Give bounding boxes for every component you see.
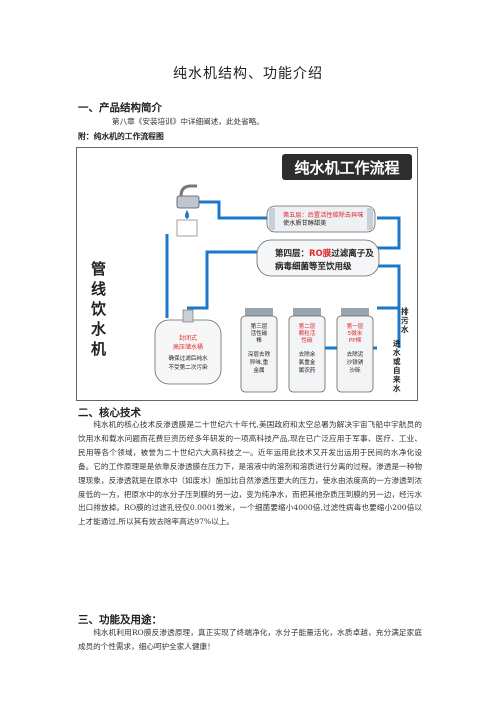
stage-5-cartridge <box>266 205 376 233</box>
section-1-heading: 一、产品结构简介 <box>78 102 162 114</box>
banner-text: 纯水机工作流程 <box>294 159 399 177</box>
svg-text:线: 线 <box>91 280 106 298</box>
svg-text:管: 管 <box>91 260 106 278</box>
svg-text:饮: 饮 <box>90 300 107 318</box>
svg-text:或: 或 <box>393 356 401 366</box>
pipe-label: 管 线 饮 水 机 <box>90 260 107 358</box>
svg-text:去除泥沙铁锈沙砾: 去除泥沙铁锈沙砾 <box>347 350 364 374</box>
section-3-heading: 三、功能及用途： <box>78 614 162 626</box>
svg-text:封闭式: 封闭式 <box>179 334 197 342</box>
svg-text:排: 排 <box>401 306 409 316</box>
stage-4-membrane <box>256 239 380 277</box>
page-title: 纯水机结构、功能介绍 <box>173 66 323 82</box>
svg-text:水: 水 <box>401 324 409 334</box>
section-2-text: 纯水机的核心技术反渗透膜是二十世纪六十年代,美国政府和太空总署为解决宇宙飞船中宇… <box>78 420 422 527</box>
svg-text:水: 水 <box>91 320 107 338</box>
svg-text:来: 来 <box>392 374 401 384</box>
svg-text:病毒细菌等至饮用级: 病毒细菌等至饮用级 <box>275 261 352 272</box>
svg-text:第四层：RO膜过滤离子及: 第四层：RO膜过滤离子及 <box>275 248 374 259</box>
svg-text:第二层颗粒活性碳: 第二层颗粒活性碳 <box>299 322 316 344</box>
pressure-tank <box>154 319 222 385</box>
svg-text:自: 自 <box>393 365 401 375</box>
svg-text:第五层：后置活性碳除去异味 使水质甘醇甜美: 第五层：后置活性碳除去异味 使水质甘醇甜美 <box>283 211 365 227</box>
svg-text:确保过滤后纯水: 确保过滤后纯水 <box>168 354 208 362</box>
faucet <box>176 195 200 209</box>
svg-text:去除余氯重金属农药: 去除余氯重金属农药 <box>299 350 316 374</box>
svg-text:机: 机 <box>91 340 106 358</box>
svg-text:水: 水 <box>393 347 401 357</box>
svg-text:进: 进 <box>393 338 401 348</box>
svg-text:高压储水桶: 高压储水桶 <box>173 343 203 351</box>
section-2-heading: 二、核心技术 <box>78 407 141 419</box>
drain-label: 排污水 <box>401 306 409 334</box>
filter-2: 第二层颗粒活性碳 去除余氯重金属农药 <box>288 308 326 393</box>
water-drop-icon <box>185 210 189 219</box>
workflow-diagram: 纯水机工作流程 第五层：后置活性碳除去异味 使水质甘醇甜美 第四层：RO膜过滤离… <box>76 147 418 401</box>
svg-text:第三层活性碳棒: 第三层活性碳棒 <box>251 322 268 344</box>
section-1-text: 第八章《安装培训》中详细阐述，此处省略。 <box>112 117 264 126</box>
banner-bg <box>282 154 412 180</box>
svg-text:水: 水 <box>393 383 401 393</box>
section-3-text: 纯水机利用RO膜反渗透原理，真正实现了终端净化，水分子能量活化，水质卓越，充分满… <box>78 628 422 651</box>
svg-text:污: 污 <box>401 315 409 325</box>
svg-text:不受第二次污染: 不受第二次污染 <box>168 363 208 371</box>
svg-text:深层去除异味,重金属: 深层去除异味,重金属 <box>248 350 271 374</box>
filter-3: 第三层活性碳棒 深层去除异味,重金属 <box>240 308 278 393</box>
section-1-sub: 附：纯水机的工作流程图 <box>78 132 164 141</box>
stage-5-text: 第五层：后置活性碳除去异味 <box>283 211 363 219</box>
